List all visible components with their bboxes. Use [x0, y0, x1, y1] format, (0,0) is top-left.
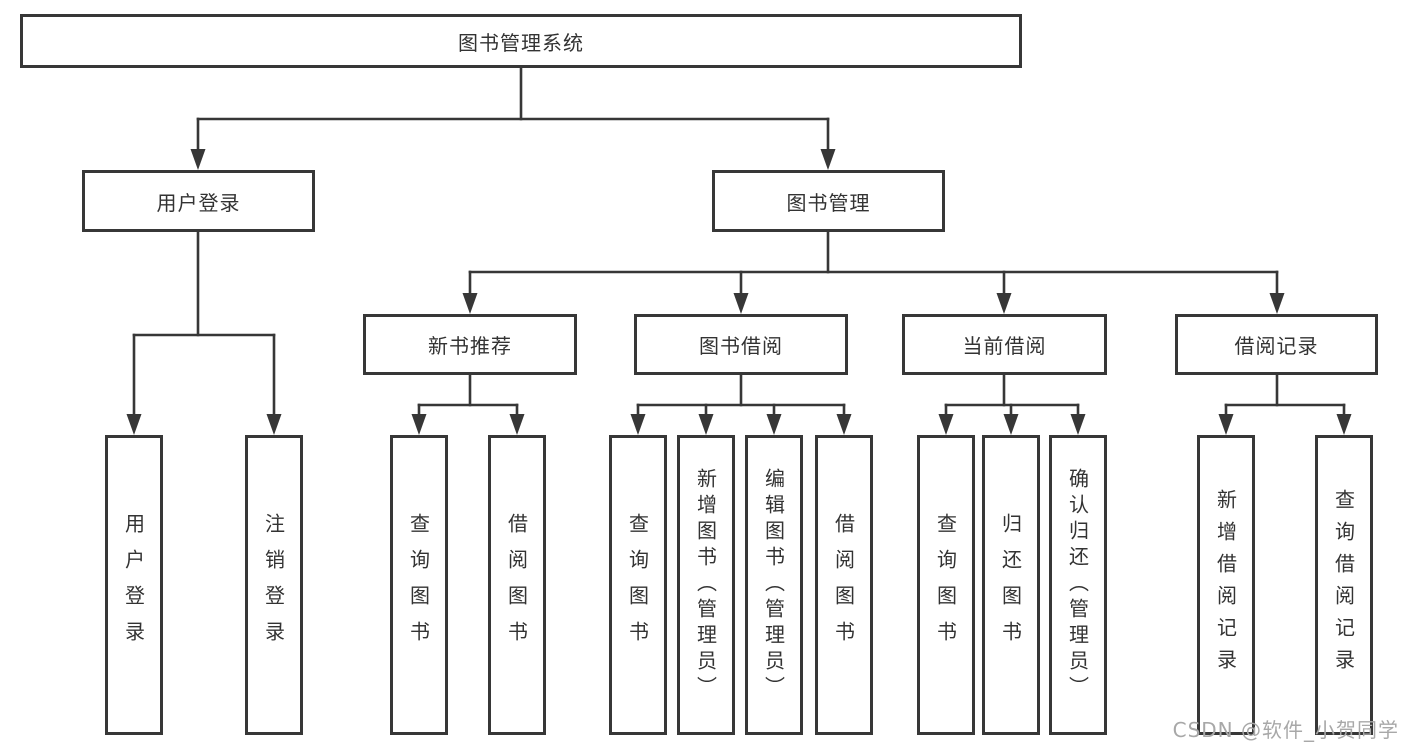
- leaf-add-book-admin: 新增图书（管理员）: [677, 435, 735, 735]
- arrowhead-icon: [836, 414, 852, 435]
- arrowhead-icon: [1070, 414, 1086, 435]
- arrowhead-icon: [820, 149, 836, 170]
- leaf-user-login: 用户登录: [105, 435, 163, 735]
- arrowhead-icon: [411, 414, 427, 435]
- leaf-query-books-current: 查询图书: [917, 435, 975, 735]
- arrowhead-icon: [266, 414, 282, 435]
- leaf-edit-book-admin: 编辑图书（管理员）: [745, 435, 803, 735]
- node-book-borrow: 图书借阅: [634, 314, 848, 375]
- arrowhead-icon: [1218, 414, 1234, 435]
- node-borrow-records: 借阅记录: [1175, 314, 1378, 375]
- arrowhead-icon: [733, 293, 749, 314]
- arrowhead-icon: [766, 414, 782, 435]
- arrowhead-icon: [938, 414, 954, 435]
- arrowhead-icon: [190, 149, 206, 170]
- arrowhead-icon: [698, 414, 714, 435]
- node-current-borrow: 当前借阅: [902, 314, 1107, 375]
- leaf-borrow-books-recommend: 借阅图书: [488, 435, 546, 735]
- arrowhead-icon: [1269, 293, 1285, 314]
- arrowhead-icon: [1003, 414, 1019, 435]
- node-new-book-recommend: 新书推荐: [363, 314, 577, 375]
- arrowhead-icon: [996, 293, 1012, 314]
- node-user-login: 用户登录: [82, 170, 315, 232]
- leaf-query-books-borrow: 查询图书: [609, 435, 667, 735]
- leaf-add-borrow-record: 新增借阅记录: [1197, 435, 1255, 735]
- leaf-query-borrow-record: 查询借阅记录: [1315, 435, 1373, 735]
- arrowhead-icon: [126, 414, 142, 435]
- node-library-system: 图书管理系统: [20, 14, 1022, 68]
- arrowhead-icon: [630, 414, 646, 435]
- node-book-management: 图书管理: [712, 170, 945, 232]
- leaf-return-book: 归还图书: [982, 435, 1040, 735]
- arrowhead-icon: [462, 293, 478, 314]
- leaf-confirm-return-admin: 确认归还（管理员）: [1049, 435, 1107, 735]
- leaf-query-books-recommend: 查询图书: [390, 435, 448, 735]
- arrowhead-icon: [1336, 414, 1352, 435]
- arrowhead-icon: [509, 414, 525, 435]
- leaf-borrow-books: 借阅图书: [815, 435, 873, 735]
- leaf-logout: 注销登录: [245, 435, 303, 735]
- watermark: CSDN @软件_小贺同学: [1172, 718, 1399, 742]
